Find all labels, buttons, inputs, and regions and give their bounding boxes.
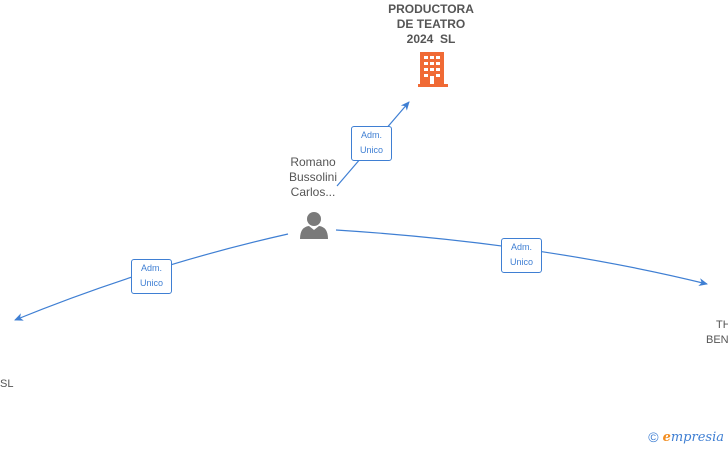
company-label-line: PRODUCTORA (388, 2, 474, 16)
right-label-line: TH (716, 319, 728, 331)
empresia-brand[interactable]: © empresia (648, 429, 724, 445)
edge-label-to-left[interactable]: Adm. Unico (131, 259, 172, 294)
edge-label-to-right[interactable]: Adm. Unico (501, 238, 542, 273)
brand-initial: e (662, 430, 671, 445)
person-label-line: Romano (290, 155, 336, 169)
edge-label-line: Unico (509, 257, 533, 267)
building-icon[interactable] (418, 52, 448, 87)
company-label-line: 2024 SL (406, 32, 456, 46)
edge-label-to-top[interactable]: Adm. Unico (351, 126, 392, 161)
edge-label-line: Adm. (360, 130, 382, 140)
edge-label-line: Unico (359, 145, 383, 155)
copyright-icon: © (648, 429, 659, 445)
edge-label-line: Adm. (140, 263, 162, 273)
left-node-label[interactable]: SL (0, 377, 20, 392)
brand-logo: empresia (663, 429, 724, 445)
edge-label-line: Unico (139, 278, 163, 288)
edge-label-line: Adm. (510, 242, 532, 252)
right-label-line: BEN (706, 334, 728, 346)
company-label-line: DE TEATRO (396, 17, 466, 31)
left-node-label-text: SL (0, 378, 14, 390)
right-node-label[interactable]: TH BEN (700, 318, 728, 348)
person-label-line: Bussolini (288, 170, 338, 184)
company-node-label[interactable]: PRODUCTORA DE TEATRO 2024 SL (376, 2, 486, 47)
person-node-label[interactable]: Romano Bussolini Carlos... (268, 155, 358, 200)
person-label-line: Carlos... (290, 185, 336, 199)
person-icon[interactable] (300, 212, 328, 239)
brand-name: mpresia (670, 430, 724, 445)
